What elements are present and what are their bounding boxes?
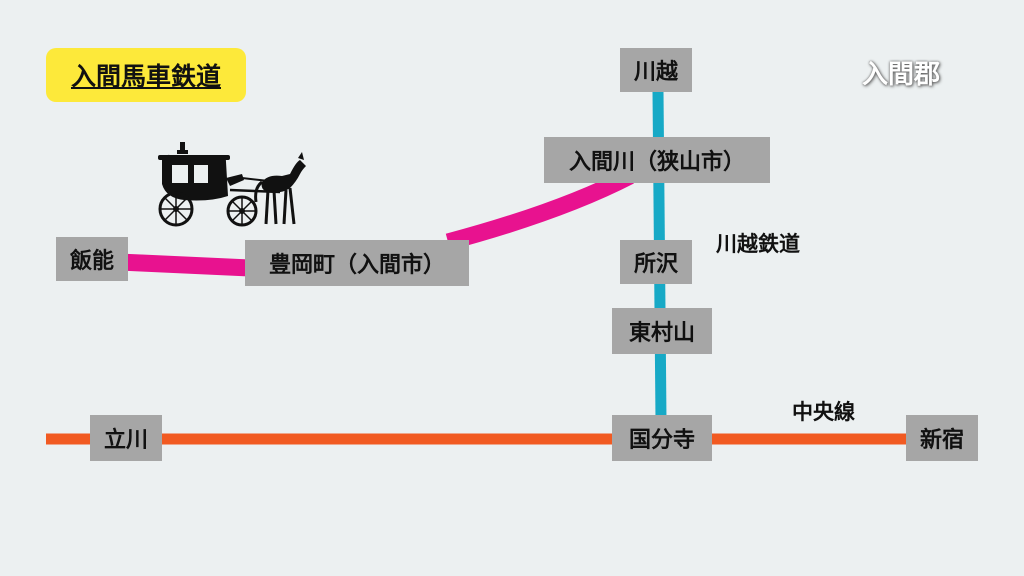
region-label: 入間郡: [862, 60, 941, 90]
station-toyooka: 豊岡町（入間市）: [245, 240, 469, 286]
station-irumagawa: 入間川（狭山市）: [544, 137, 770, 183]
station-kokubunji: 国分寺: [612, 415, 712, 461]
chuo-line-label: 中央線: [792, 400, 855, 424]
iruma-horse-railway-line: [119, 168, 634, 277]
title-badge: 入間馬車鉄道: [46, 48, 246, 102]
station-tokorozawa: 所沢: [620, 240, 692, 284]
kawagoe-railway-label: 川越鉄道: [716, 232, 800, 256]
horse-carriage-icon: [158, 142, 306, 227]
station-higashimurayama: 東村山: [612, 308, 712, 354]
station-shinjuku: 新宿: [906, 415, 978, 461]
station-tachikawa: 立川: [90, 415, 162, 461]
station-kawagoe: 川越: [620, 48, 692, 92]
station-hanno: 飯能: [56, 237, 128, 281]
